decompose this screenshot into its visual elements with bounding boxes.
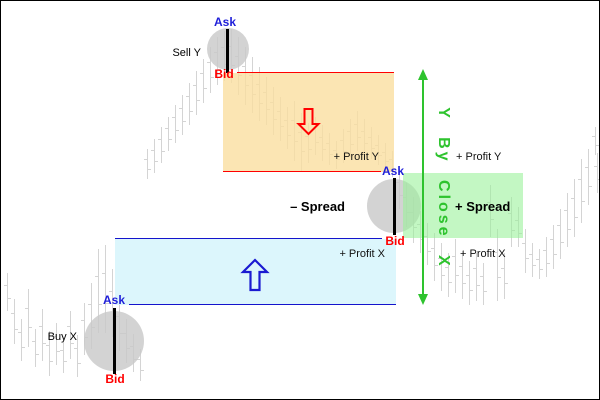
price-bar — [32, 329, 39, 367]
profit-x-right-label: + Profit X — [460, 248, 506, 260]
price-bar — [193, 71, 200, 115]
price-bar — [158, 127, 165, 163]
close-ask-label: Ask — [381, 164, 404, 178]
sell-bid-label: Bid — [214, 67, 234, 81]
price-bar — [53, 323, 60, 365]
sell-bid-level-line — [237, 72, 394, 73]
buy-bid-label: Bid — [105, 372, 125, 386]
price-bar — [67, 311, 74, 359]
price-bar — [151, 139, 158, 173]
price-bar — [39, 309, 46, 361]
buy-ask-level-line — [129, 304, 396, 305]
sell-spread-tick — [226, 29, 229, 73]
price-bar — [522, 229, 529, 273]
price-bar — [459, 251, 466, 299]
price-bar — [200, 59, 207, 103]
price-bar — [550, 225, 557, 269]
price-bar — [60, 339, 67, 373]
price-bar — [46, 331, 53, 376]
price-bar — [438, 243, 445, 291]
price-bar — [494, 229, 501, 301]
profit-zone-y — [223, 73, 394, 172]
price-bar — [578, 159, 585, 223]
price-bar — [11, 299, 18, 344]
price-bar — [473, 253, 480, 301]
price-bar — [172, 105, 179, 143]
buy-side-label: Buy X — [47, 331, 77, 343]
price-bar — [207, 47, 214, 93]
price-bar — [102, 245, 109, 333]
price-bar — [480, 263, 487, 305]
price-bar — [431, 233, 438, 281]
profit-zone-x — [115, 239, 396, 305]
price-bar — [564, 193, 571, 247]
price-bar — [137, 349, 144, 381]
price-bar — [585, 149, 592, 205]
close-spread-tick — [393, 178, 396, 235]
price-bar — [179, 95, 186, 135]
profit-y-inner-label: + Profit Y — [333, 151, 379, 163]
price-bar — [536, 249, 543, 279]
plus-spread-label: + Spread — [455, 199, 511, 214]
price-bar — [529, 243, 536, 277]
sell-side-label: Sell Y — [172, 47, 201, 59]
close-ask-level-line — [223, 171, 381, 172]
buy-spread-tick — [113, 308, 116, 374]
close-bid-label: Bid — [385, 234, 405, 248]
price-bar — [452, 239, 459, 293]
close-bid-level-line — [115, 238, 382, 239]
price-bar — [594, 153, 599, 193]
price-bar — [95, 249, 102, 333]
price-bar — [186, 83, 193, 125]
up-arrow-icon — [240, 258, 270, 292]
minus-spread-label: – Spread — [290, 199, 345, 214]
price-bar — [557, 209, 564, 259]
profit-y-right-label: + Profit Y — [456, 151, 502, 163]
price-bar — [4, 273, 11, 311]
sell-ask-label: Ask — [213, 15, 236, 29]
price-bar — [25, 289, 32, 347]
buy-ask-label: Ask — [102, 293, 125, 307]
down-arrow-icon — [296, 108, 321, 136]
price-bar — [543, 237, 550, 277]
price-bar — [592, 127, 599, 155]
price-bar — [18, 319, 25, 361]
price-bar — [165, 117, 172, 151]
price-bar — [74, 335, 81, 377]
price-bar — [466, 261, 473, 305]
price-bar — [571, 179, 578, 237]
close-range-double-arrow-icon — [418, 69, 428, 305]
price-bar — [144, 149, 151, 179]
profit-x-inner-label: + Profit X — [339, 248, 385, 260]
price-bar — [445, 253, 452, 297]
price-bar — [501, 253, 508, 299]
